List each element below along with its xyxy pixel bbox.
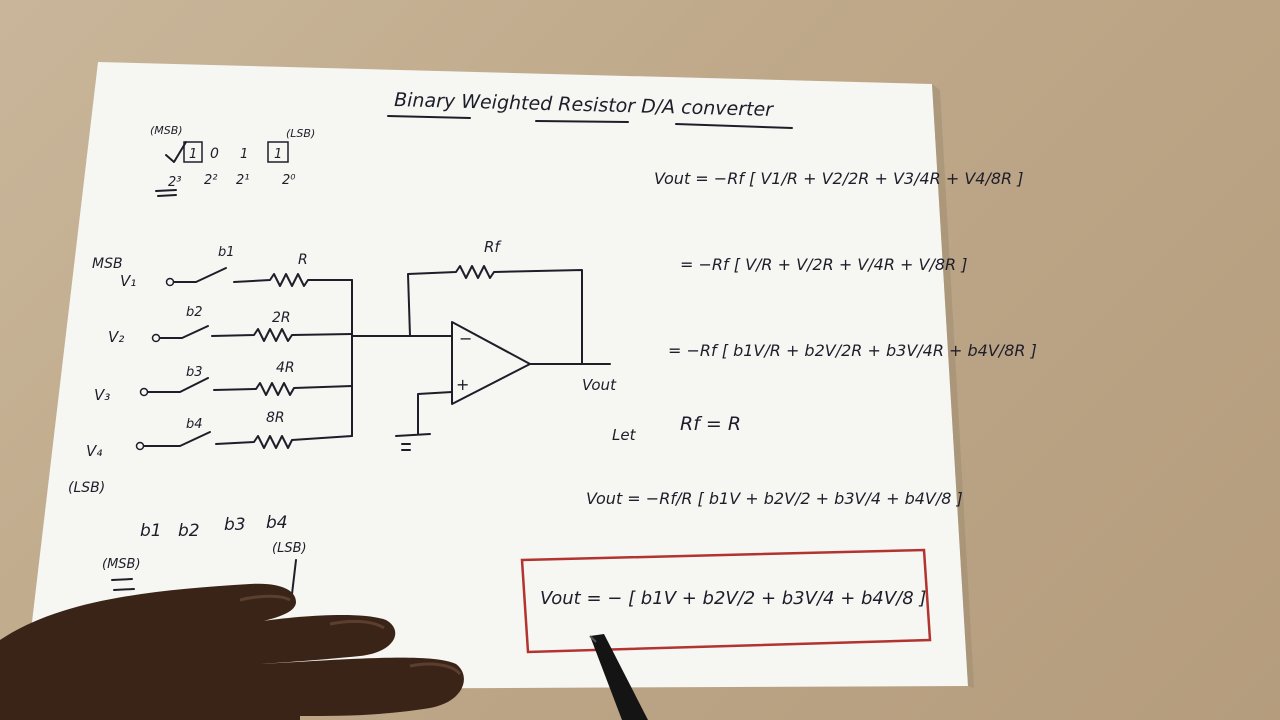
svg-text:0: 0: [210, 146, 219, 162]
svg-text:R: R: [298, 252, 308, 268]
svg-text:1: 1: [189, 147, 197, 162]
svg-text:b3: b3: [224, 515, 246, 535]
svg-text:(MSB): (MSB): [150, 124, 183, 137]
let-label: Let: [612, 426, 637, 444]
svg-text:1: 1: [274, 147, 282, 162]
svg-text:V₁: V₁: [120, 272, 136, 290]
svg-text:2R: 2R: [272, 310, 291, 326]
svg-text:b4: b4: [266, 513, 288, 533]
result-equation: Vout = − [ b1V + b2V/2 + b3V/4 + b4V/8 ]: [540, 588, 926, 609]
svg-text:b2: b2: [186, 305, 203, 320]
dac-circuit: MSB V₁ b1 R V₂ b2 2R V₃ b3 4R V₄ b4 8R (…: [68, 238, 617, 496]
equation-3: = −Rf [ b1V/R + b2V/2R + b3V/4R + b4V/8R…: [668, 341, 1037, 360]
msb-label: MSB: [92, 256, 123, 272]
result-box: Vout = − [ b1V + b2V/2 + b3V/4 + b4V/8 ]: [520, 548, 932, 654]
op-amp: [451, 321, 531, 405]
paper-sheet: [24, 62, 968, 690]
equation-4: Vout = −Rf/R [ b1V + b2V/2 + b3V/4 + b4V…: [586, 489, 963, 508]
svg-text:Rf: Rf: [484, 238, 502, 256]
bit-notation: (MSB) (LSB) 1 0 1 1 2³ 2² 2¹ 2⁰: [150, 124, 315, 197]
svg-text:(LSB): (LSB): [272, 541, 307, 556]
svg-text:b3: b3: [186, 365, 203, 380]
svg-text:(MSB): (MSB): [102, 557, 141, 572]
let-equation: Rf = R: [680, 413, 741, 435]
svg-text:+: +: [456, 375, 469, 394]
svg-text:V₃: V₃: [94, 386, 110, 404]
svg-text:8R: 8R: [266, 410, 285, 426]
title-underline: [387, 115, 793, 129]
svg-text:1: 1: [240, 147, 248, 162]
svg-text:(LSB): (LSB): [286, 127, 315, 140]
svg-text:b2: b2: [178, 521, 200, 541]
equations: Vout = −Rf [ V1/R + V2/2R + V3/4R + V4/8…: [586, 169, 1037, 508]
svg-text:2⁰: 2⁰: [282, 173, 296, 188]
equation-2: = −Rf [ V/R + V/2R + V/4R + V/8R ]: [680, 255, 967, 274]
svg-text:b1: b1: [218, 245, 235, 260]
lsb-label: (LSB): [68, 480, 105, 496]
svg-text:2¹: 2¹: [236, 173, 249, 188]
svg-text:Vout: Vout: [582, 376, 617, 394]
svg-text:4R: 4R: [276, 360, 295, 376]
svg-text:V₄: V₄: [86, 442, 102, 460]
pen: [589, 634, 648, 720]
svg-text:V₂: V₂: [108, 328, 124, 346]
svg-text:−: −: [459, 329, 472, 348]
svg-text:b4: b4: [186, 417, 203, 432]
svg-text:2²: 2²: [204, 173, 217, 188]
svg-text:b1: b1: [140, 521, 162, 541]
bit-row: b1 b2 b3 b4 (MSB) (LSB): [102, 513, 307, 595]
svg-text:2³: 2³: [168, 175, 181, 190]
equation-1: Vout = −Rf [ V1/R + V2/2R + V3/4R + V4/8…: [654, 169, 1024, 188]
paper-shadow: [932, 84, 974, 688]
hand: [0, 583, 464, 720]
